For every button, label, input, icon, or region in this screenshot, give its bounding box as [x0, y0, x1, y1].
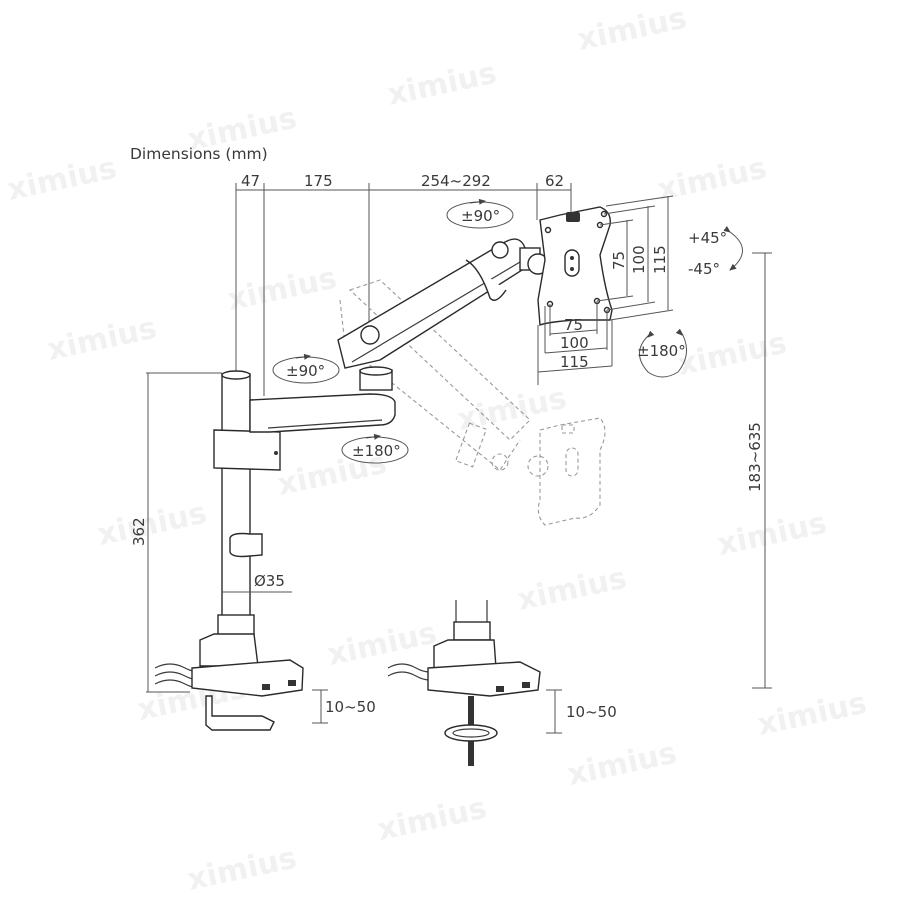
svg-text:-45°: -45° [688, 260, 720, 278]
dim-vesa-h-115: 115 [560, 353, 589, 371]
svg-text:ximius: ximius [384, 56, 499, 113]
upper-arm [337, 238, 549, 369]
grommet-thickness-dimension: 10~50 [546, 689, 617, 734]
clamp-base [154, 633, 304, 731]
svg-text:ximius: ximius [374, 791, 489, 848]
top-dimension-line: 47 175 254~292 62 [235, 172, 572, 396]
svg-text:ximius: ximius [654, 151, 769, 208]
svg-text:ximius: ximius [44, 311, 159, 368]
svg-text:+45°: +45° [688, 229, 727, 247]
svg-text:ximius: ximius [514, 561, 629, 618]
rotation-lower-arm: ±90° [272, 353, 340, 384]
svg-text:ximius: ximius [714, 506, 829, 563]
ghost-arm-position [339, 279, 606, 526]
vesa-horizontal-dimensions: 75 100 115 [537, 301, 613, 385]
svg-text:ximius: ximius [754, 686, 869, 743]
svg-text:10~50: 10~50 [566, 703, 617, 721]
dim-tilt-head: 62 [545, 172, 564, 190]
dim-pole-height: 362 [130, 517, 148, 546]
vesa-vertical-dimensions: 75 100 115 [596, 195, 674, 321]
svg-text:ximius: ximius [184, 841, 299, 898]
svg-text:ximius: ximius [324, 616, 439, 673]
svg-text:ximius: ximius [574, 1, 689, 58]
dim-vesa-v-100: 100 [630, 245, 648, 274]
svg-text:ximius: ximius [454, 381, 569, 438]
svg-text:±180°: ±180° [352, 442, 401, 460]
rotation-plate: ±180° [637, 328, 687, 378]
dim-vesa-h-75: 75 [564, 316, 583, 334]
dim-vesa-h-100: 100 [560, 334, 589, 352]
rotation-base: ±180° [341, 433, 409, 464]
dim-upper-arm: 254~292 [421, 172, 491, 190]
dim-vesa-v-75: 75 [610, 251, 628, 270]
dim-pole-offset: 47 [241, 172, 260, 190]
pole-height-dimension: 362 [130, 372, 222, 693]
clamp-thickness-dimension: 10~50 [312, 689, 376, 724]
dim-lower-arm: 175 [304, 172, 333, 190]
rotation-tilt: +45° -45° [688, 226, 743, 278]
watermarks: ximius ximius ximius ximius ximius ximiu… [4, 1, 869, 898]
svg-text:ximius: ximius [674, 326, 789, 383]
svg-text:ximius: ximius [94, 496, 209, 553]
rotation-upper-arm: ±90° [446, 198, 514, 229]
dim-pole-diameter: Ø35 [254, 572, 285, 590]
lower-arm [249, 366, 396, 433]
svg-text:10~50: 10~50 [325, 698, 376, 716]
vesa-plate [537, 206, 613, 326]
svg-text:ximius: ximius [224, 261, 339, 318]
height-range-dimension: 183~635 [746, 252, 772, 689]
svg-text:±90°: ±90° [461, 207, 500, 225]
svg-text:ximius: ximius [564, 736, 679, 793]
svg-text:ximius: ximius [4, 151, 119, 208]
svg-text:±90°: ±90° [286, 362, 325, 380]
diagram-title: Dimensions (mm) [130, 145, 268, 163]
svg-text:±180°: ±180° [637, 342, 686, 360]
dim-height-range: 183~635 [746, 422, 764, 492]
grommet-base [387, 600, 541, 766]
dim-vesa-v-115: 115 [651, 245, 669, 274]
pole-diameter-dimension: Ø35 [222, 572, 292, 593]
